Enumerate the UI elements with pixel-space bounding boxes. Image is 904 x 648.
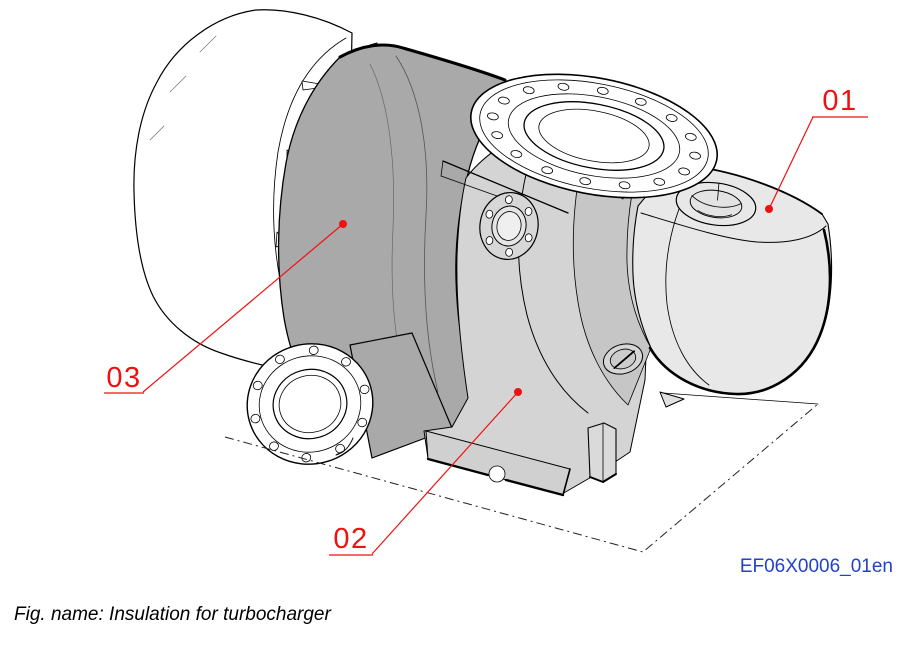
- insulation-cover: [277, 43, 509, 459]
- callout-01-label: 01: [822, 85, 857, 117]
- casing-plug: [602, 343, 644, 375]
- callout-02: 02: [329, 388, 522, 556]
- exhaust-flange-bolt-holes: [250, 345, 370, 463]
- callout-03: 03: [104, 220, 347, 394]
- figure-caption: Fig. name: Insulation for turbocharger: [14, 604, 331, 625]
- casing-foot: [425, 422, 617, 497]
- callout-02-label: 02: [333, 523, 368, 555]
- flange-bolt-holes: [487, 82, 701, 190]
- auxiliary-flange-bolt-holes: [485, 195, 533, 257]
- auxiliary-flange: [479, 192, 539, 260]
- callout-01: 01: [765, 85, 868, 213]
- silencer-seam-lines: [149, 35, 217, 141]
- turbine-inlet-flange: [469, 73, 719, 199]
- callout-03-label: 03: [106, 362, 141, 394]
- turbocharger-isometric-figure: 01 02 03 EF06X0006_01en: [104, 9, 893, 577]
- outlet-top-opening: [675, 181, 757, 227]
- drawing-code-text: EF06X0006_01en: [740, 556, 893, 577]
